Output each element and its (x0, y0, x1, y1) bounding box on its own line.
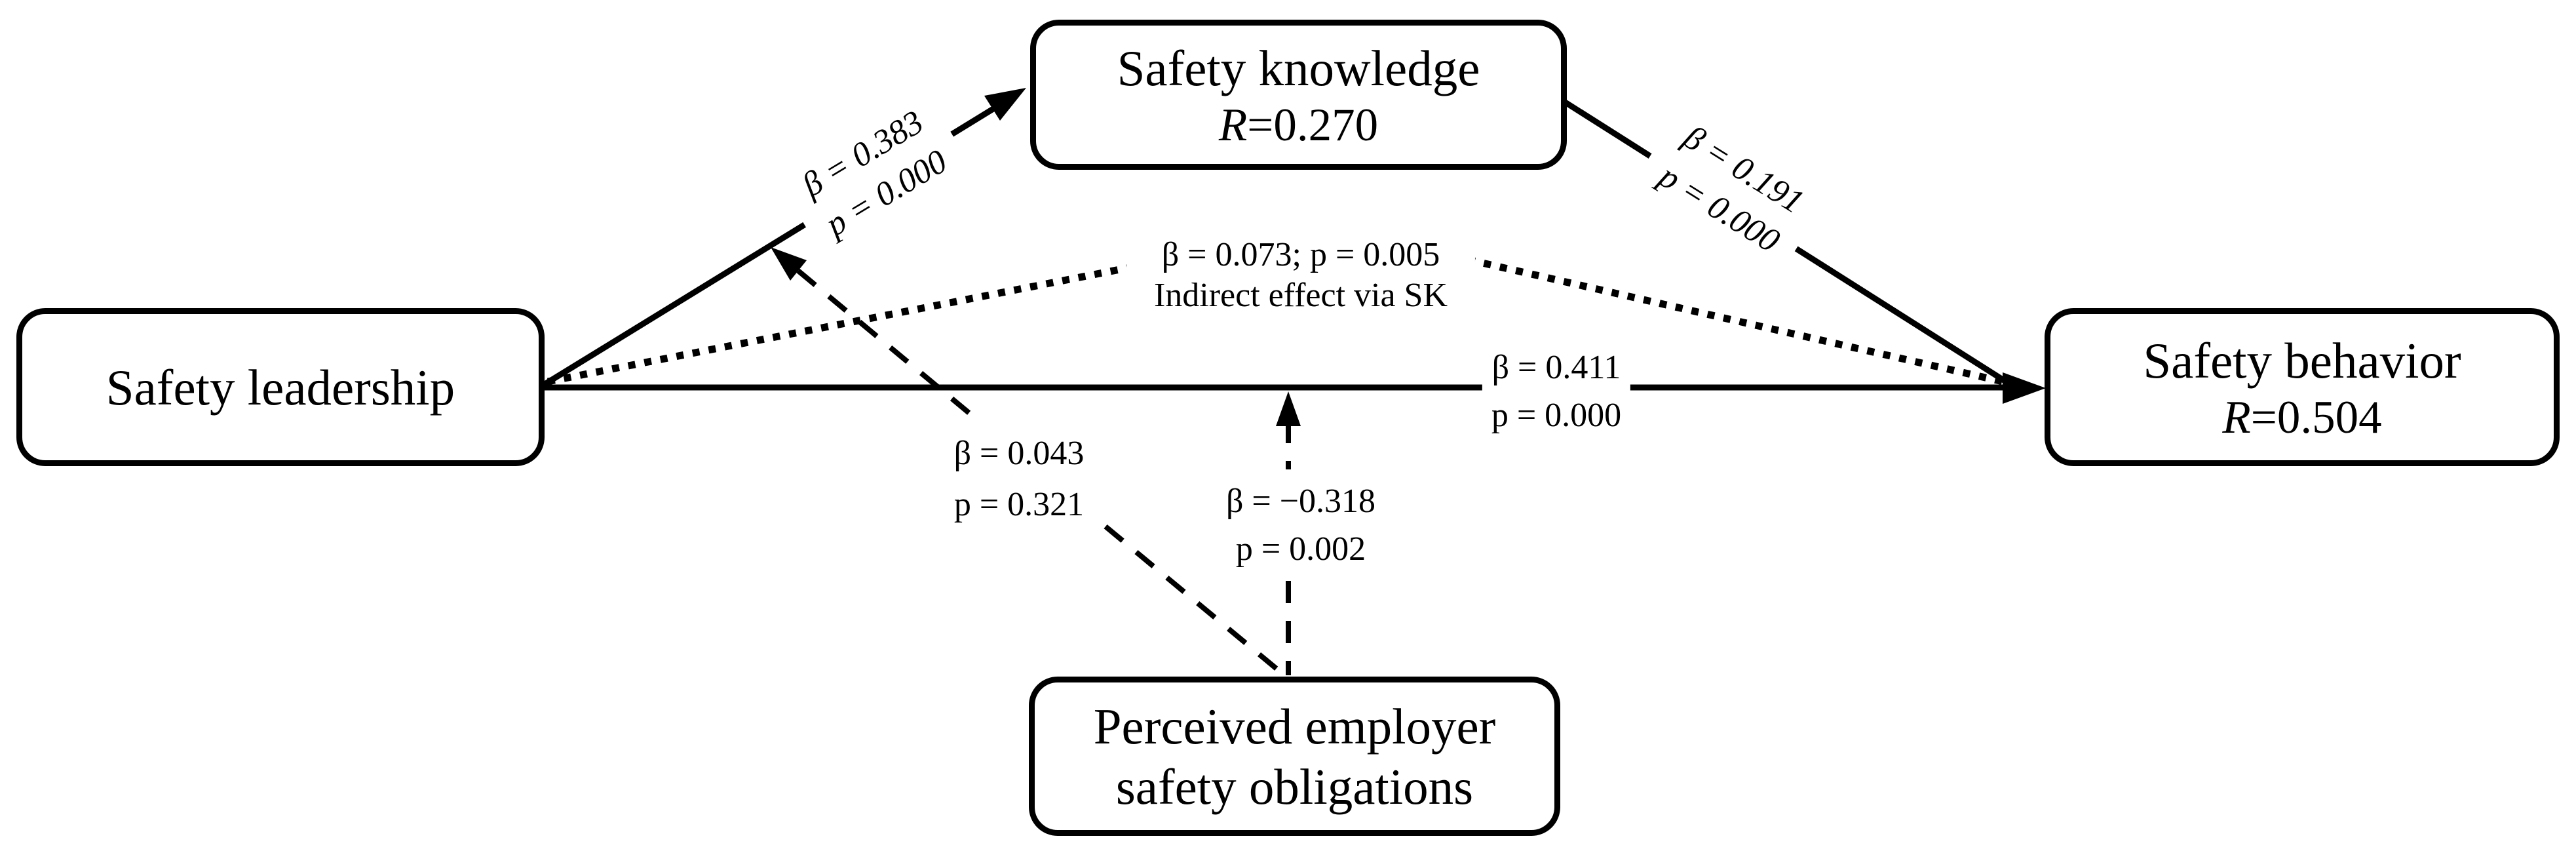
label-direct-path-coefficient: β = 0.411 p = 0.000 (1482, 341, 1631, 442)
indirect-effect-caption: Indirect effect via SK (1153, 277, 1448, 314)
r-value-text: =0.270 (1247, 99, 1379, 151)
into-sb-arrowhead-icon (2003, 372, 2046, 404)
p-value: p = 0.002 (1235, 530, 1366, 568)
box-safety-behavior-r-value: R=0.504 (2222, 391, 2381, 444)
label-peso-moderation-sl-sk: β = 0.043 p = 0.321 (936, 420, 1102, 538)
peso-moderation-arrowhead-sl-sk-icon (771, 247, 807, 281)
beta-value: β = −0.318 (1225, 483, 1376, 520)
beta-value: β = 0.043 (953, 435, 1085, 472)
box-safety-knowledge-title: Safety knowledge (1117, 39, 1480, 96)
sl-to-sk-arrowhead-icon (984, 88, 1026, 121)
indirect-effect-dotted-left (547, 259, 1155, 385)
label-peso-moderation-sl-sb: β = −0.318 p = 0.002 (1210, 469, 1392, 581)
p-value: p = 0.321 (953, 486, 1085, 523)
indirect-effect-values: β = 0.073; p = 0.005 (1161, 236, 1440, 273)
peso-moderation-arrowhead-sl-sb-icon (1276, 391, 1301, 426)
box-peso-title-line1: Perceived employer (1093, 698, 1496, 755)
r-symbol: R (1218, 99, 1248, 151)
beta-value: β = 0.411 (1491, 349, 1621, 386)
box-safety-leadership: Safety leadership (16, 308, 545, 466)
box-safety-leadership-title: Safety leadership (106, 359, 455, 416)
r-value-text: =0.504 (2250, 391, 2382, 443)
indirect-effect-dotted-right (1467, 256, 2018, 389)
r-symbol: R (2222, 391, 2251, 443)
peso-moderation-dashed-sl-sk (796, 268, 1286, 678)
box-safety-knowledge-r-value: R=0.270 (1219, 98, 1378, 152)
box-safety-knowledge: Safety knowledge R=0.270 (1030, 20, 1567, 170)
p-value: p = 0.000 (1491, 397, 1622, 434)
box-safety-behavior-title: Safety behavior (2143, 332, 2461, 389)
label-indirect-effect: β = 0.073; p = 0.005 Indirect effect via… (1126, 228, 1476, 323)
box-peso-title-line2: safety obligations (1115, 758, 1474, 815)
box-perceived-employer-safety-obligations: Perceived employer safety obligations (1029, 677, 1560, 836)
box-safety-behavior: Safety behavior R=0.504 (2045, 308, 2560, 466)
